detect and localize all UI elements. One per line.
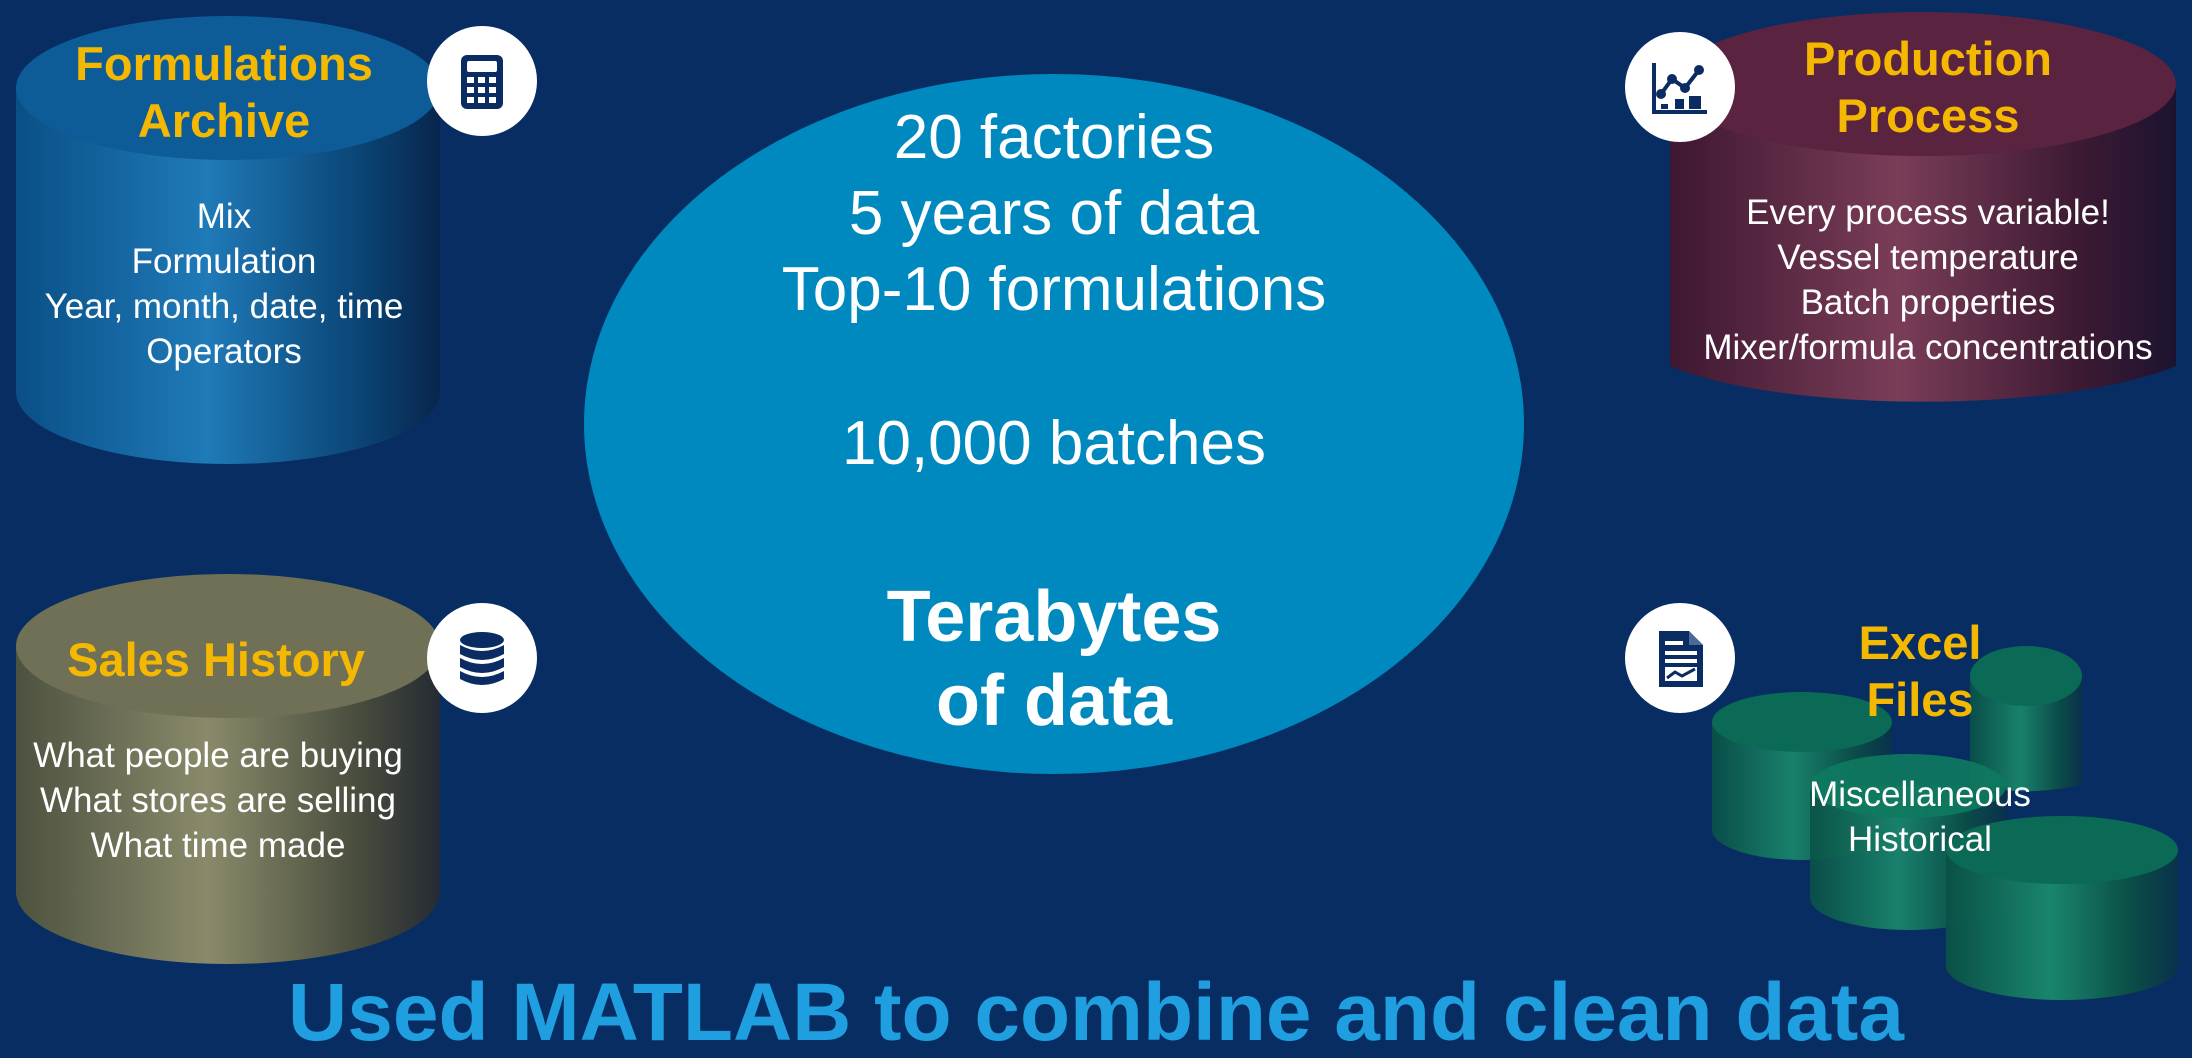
formulations-item-datetime: Year, month, date, time	[44, 287, 404, 326]
production-item-variable: Every process variable!	[1746, 193, 2110, 232]
production-cylinder	[1670, 12, 2176, 402]
document-chart-icon	[1625, 603, 1735, 713]
excel-item-historical: Historical	[1848, 820, 1992, 859]
calculator-icon	[427, 26, 537, 136]
production-item-vessel: Vessel temperature	[1777, 238, 2079, 277]
sales-title: Sales History	[67, 633, 365, 686]
footer-caption: Used MATLAB to combine and clean data	[288, 967, 1904, 1058]
formulations-title-line2: Archive	[137, 94, 311, 147]
formulations-title-line1: Formulations	[75, 37, 373, 90]
line-chart-icon	[1625, 32, 1735, 142]
formulations-item-mix: Mix	[196, 197, 252, 236]
formulations-cylinder	[16, 16, 440, 464]
excel-title-line1: Excel	[1858, 616, 1982, 669]
excel-title-line2: Files	[1866, 673, 1974, 726]
database-icon	[427, 603, 537, 713]
center-ellipse	[584, 74, 1524, 774]
production-title-line2: Process	[1836, 89, 2020, 142]
production-title-line1: Production	[1803, 32, 2053, 85]
center-terabytes-line2: of data	[935, 661, 1172, 741]
center-line-formulations: Top-10 formulations	[781, 255, 1327, 324]
formulations-item-operators: Operators	[146, 332, 302, 371]
sales-item-time: What time made	[90, 826, 346, 865]
center-line-years: 5 years of data	[848, 179, 1260, 248]
production-item-batch: Batch properties	[1800, 283, 2056, 322]
excel-item-misc: Miscellaneous	[1809, 775, 2031, 814]
center-line-factories: 20 factories	[893, 103, 1215, 172]
sales-item-selling: What stores are selling	[40, 781, 396, 820]
sales-item-buying: What people are buying	[33, 736, 403, 775]
formulations-item-formulation: Formulation	[131, 242, 317, 281]
production-item-mixer: Mixer/formula concentrations	[1703, 328, 2153, 367]
center-terabytes-line1: Terabytes	[886, 577, 1222, 657]
center-line-batches: 10,000 batches	[841, 409, 1266, 478]
sales-cylinder	[16, 574, 440, 964]
excel-cylinders	[1712, 646, 2178, 1000]
